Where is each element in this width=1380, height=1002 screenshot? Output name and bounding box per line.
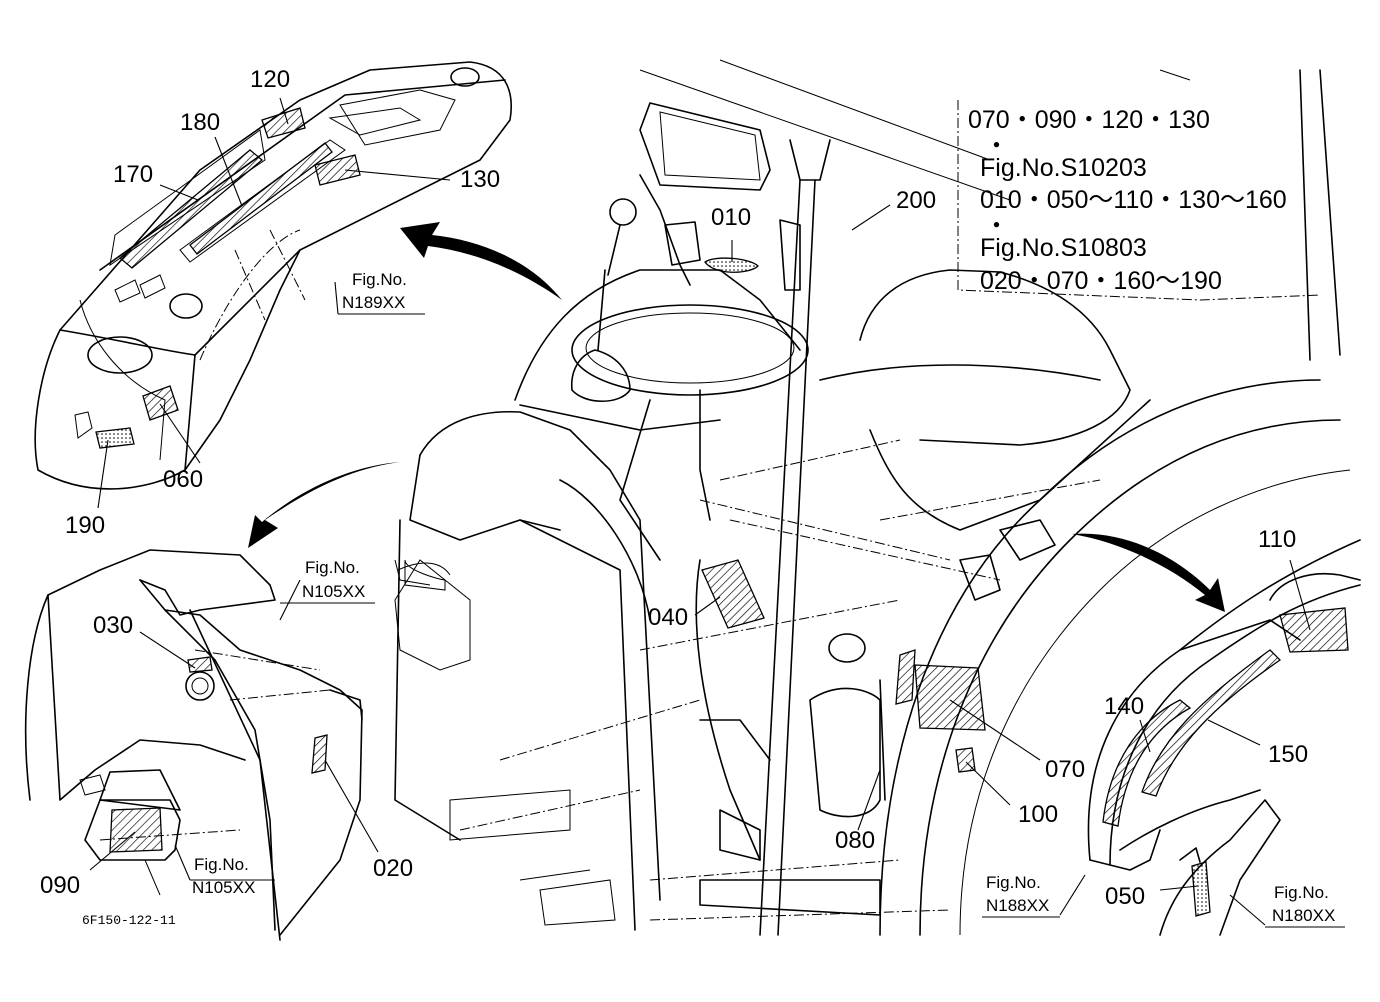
reference-line-5: ・ (984, 212, 1009, 240)
callout-030: 030 (93, 612, 133, 639)
callout-010: 010 (711, 204, 751, 231)
arrow-to-right-fender (1072, 533, 1225, 612)
fig-ref-dash-code: N189XX (342, 293, 405, 312)
fig-ref-fender-left-top-prefix: Fig.No. (305, 558, 360, 577)
fig-ref-fender-left-bottom-prefix: Fig.No. (194, 855, 249, 874)
fig-ref-fender-right-code: N188XX (986, 896, 1049, 915)
callout-060: 060 (163, 466, 203, 493)
reference-line-4: 010・050～110・130～160 (980, 186, 1287, 214)
callout-170: 170 (113, 161, 153, 188)
reference-box: 070・090・120・130 ・ Fig.No.S10203 010・050～… (968, 106, 1287, 295)
arrow-to-left-fender (248, 462, 400, 548)
callout-200: 200 (896, 187, 936, 214)
callout-190: 190 (65, 512, 105, 539)
reference-line-2: ・ (984, 132, 1009, 160)
callout-120: 120 (250, 66, 290, 93)
callout-150: 150 (1268, 741, 1308, 768)
reference-line-3: Fig.No.S10203 (980, 154, 1147, 182)
fig-ref-fender-left-top-code: N105XX (302, 582, 365, 601)
callout-130: 130 (460, 166, 500, 193)
callout-040: 040 (648, 604, 688, 631)
reference-line-6: Fig.No.S10803 (980, 234, 1147, 262)
callout-110: 110 (1258, 526, 1296, 553)
callout-labels: 120 180 170 130 060 190 010 200 030 040 … (40, 66, 1308, 910)
arrow-to-dash-panel (400, 222, 562, 300)
callout-070: 070 (1045, 756, 1085, 783)
callout-080: 080 (835, 827, 875, 854)
figure-references: Fig.No. N189XX Fig.No. N105XX Fig.No. N1… (192, 270, 1345, 928)
fig-ref-fender-left-bottom-code: N105XX (192, 878, 255, 897)
callout-100: 100 (1018, 801, 1058, 828)
reference-line-7: 020・070・160～190 (980, 267, 1222, 295)
callout-090: 090 (40, 872, 80, 899)
right-fender-detail (1059, 539, 1361, 936)
fig-ref-step-prefix: Fig.No. (1274, 883, 1329, 902)
callout-180: 180 (180, 109, 220, 136)
reference-line-1: 070・090・120・130 (968, 106, 1210, 134)
fig-ref-fender-right-prefix: Fig.No. (986, 873, 1041, 892)
fig-ref-step-code: N180XX (1272, 906, 1335, 925)
tractor-main-view (394, 59, 1351, 936)
fig-ref-dash-prefix: Fig.No. (352, 270, 407, 289)
callout-050: 050 (1105, 883, 1145, 910)
callout-140: 140 (1104, 693, 1144, 720)
left-fender-detail (24, 549, 379, 941)
callout-020: 020 (373, 855, 413, 882)
drawing-code: 6F150-122-11 (82, 913, 176, 928)
dash-panel-detail (34, 61, 512, 509)
reference-box-border (957, 100, 1321, 301)
